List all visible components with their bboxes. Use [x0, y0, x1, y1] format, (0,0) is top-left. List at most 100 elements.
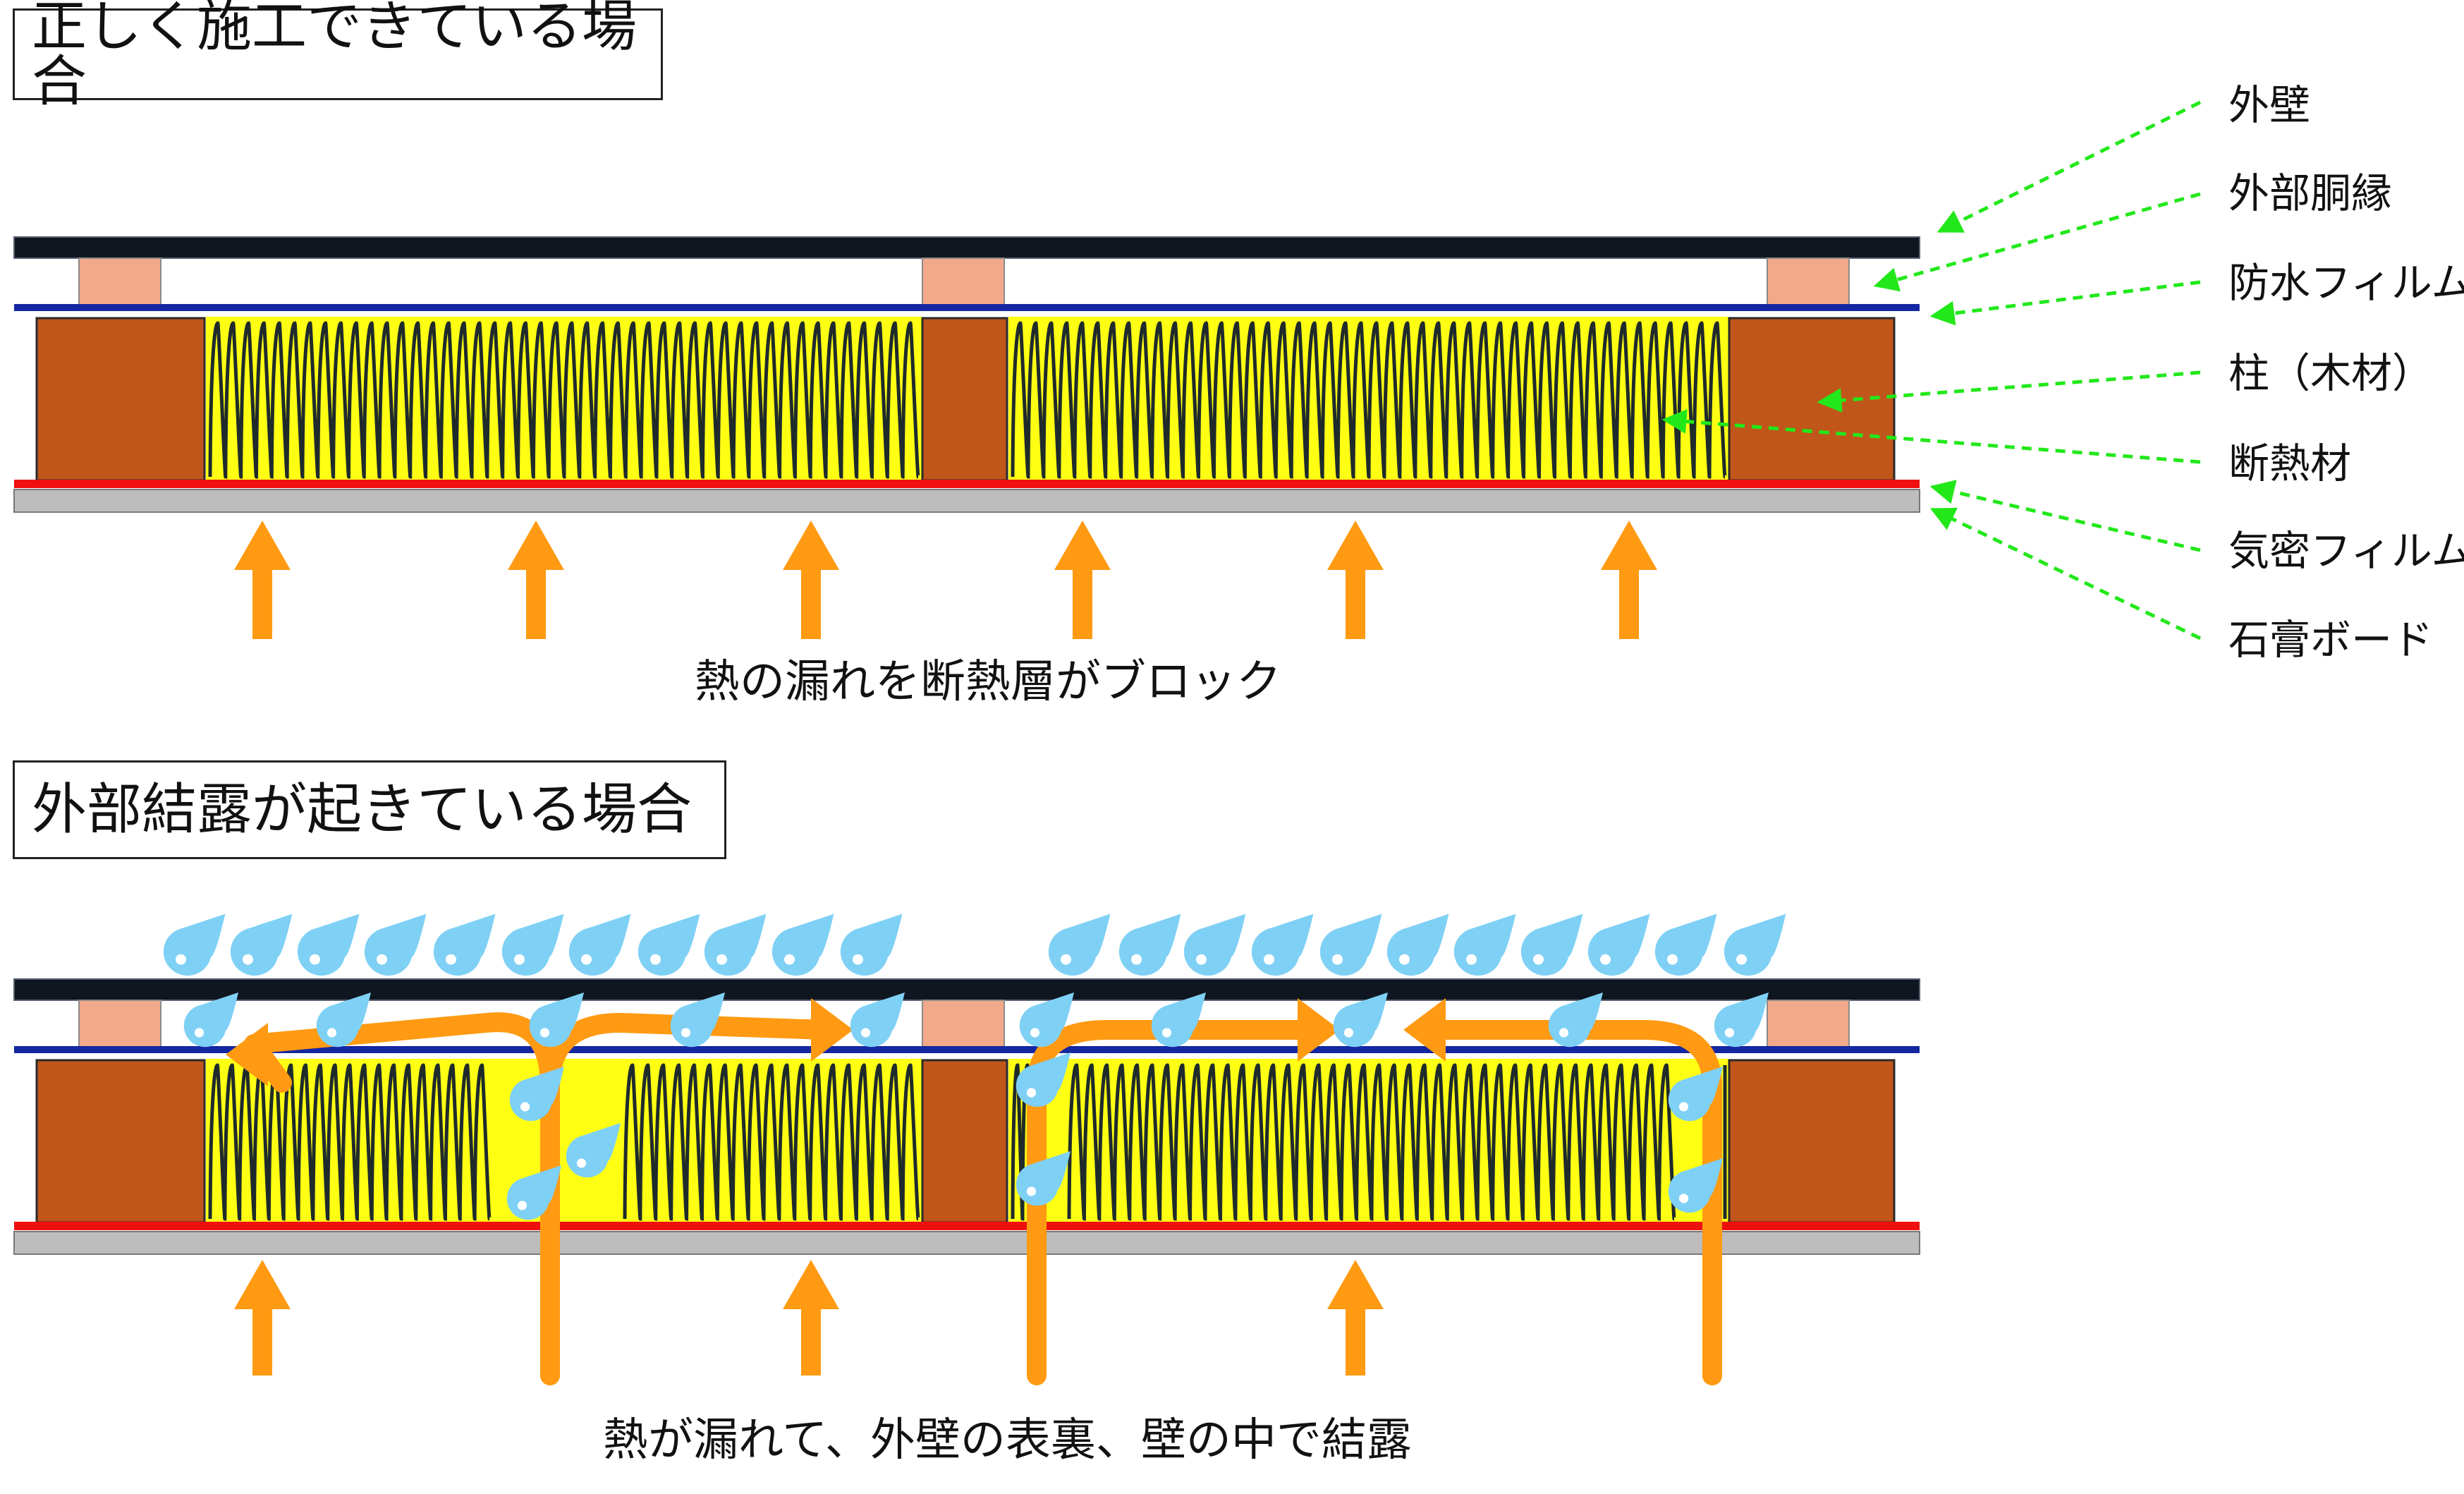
heat-arrows-correct: [234, 521, 1657, 639]
water-drop-icon: [850, 992, 905, 1047]
water-drop-icon: [1453, 913, 1516, 976]
airtight-film: [14, 480, 1920, 488]
water-drop-icon: [230, 913, 293, 976]
insulation-coil: [1067, 1063, 1676, 1222]
water-drop-icon: [704, 913, 767, 976]
water-drop-icon: [1587, 913, 1650, 976]
leader-line: [1929, 480, 2201, 552]
title-external-condensation: 外部結露が起きている場合: [13, 760, 726, 859]
water-drop-icon: [1714, 992, 1769, 1047]
water-drop-icon: [1319, 913, 1382, 976]
water-drop-icon: [1251, 913, 1314, 976]
wood-pillar: [35, 317, 206, 482]
heat-arrow-icon: [234, 1260, 291, 1375]
heat-arrow-icon: [226, 1023, 268, 1086]
leader-line: [1873, 192, 2201, 292]
water-drop-icon: [1118, 913, 1181, 976]
label-gypsum-board: 石膏ボード: [2228, 616, 2434, 664]
water-drop-icon: [183, 992, 238, 1047]
water-drop-icon: [568, 913, 631, 976]
water-drop-icon: [1548, 992, 1603, 1047]
leader-line: [1661, 409, 2201, 464]
water-drop-icon: [506, 1165, 561, 1220]
label-airtight-film: 気密フィルム: [2228, 527, 2464, 575]
label-waterproof-film: 防水フィルム: [2228, 259, 2464, 307]
water-drop-icon: [1183, 913, 1246, 976]
heat-arrow-icon: [1327, 521, 1384, 639]
title-condensation-text: 外部結露が起きている場合: [32, 778, 693, 842]
heat-arrow-icon: [234, 521, 291, 639]
water-drop-icon: [1019, 992, 1074, 1047]
furring-strip: [922, 1000, 1005, 1047]
insulation-coil: [208, 321, 920, 480]
water-drop-icon: [1333, 992, 1388, 1047]
wall-section-correct: [13, 236, 1920, 513]
water-drop-icon: [1386, 913, 1449, 976]
water-drop-icon: [670, 992, 725, 1047]
label-pillar-wood: 柱（木材）: [2228, 349, 2434, 397]
exterior-wall-board: [13, 978, 1920, 1001]
wood-pillar: [1728, 1059, 1896, 1224]
leader-line: [1929, 507, 2202, 640]
water-drop-icon: [163, 913, 226, 976]
water-drop-icon: [433, 913, 496, 976]
title-correct-text: 正しく施工できている場合: [32, 0, 638, 114]
water-drop-icon: [1668, 1158, 1723, 1213]
water-drop-icon: [840, 913, 903, 976]
leader-line: [1817, 370, 2201, 413]
exterior-wall-board: [13, 236, 1920, 259]
furring-strip: [922, 257, 1005, 305]
leader-line: [1929, 280, 2201, 326]
water-drop-icon: [1016, 1151, 1071, 1206]
heat-arrow-icon: [783, 521, 839, 639]
label-insulation: 断熱材: [2228, 439, 2352, 487]
wood-pillar: [921, 1059, 1008, 1224]
insulation-coil: [208, 1063, 492, 1222]
heat-arrow-icon: [1054, 521, 1111, 639]
insulation-coil: [623, 1063, 920, 1222]
heat-arrow-icon: [1298, 998, 1340, 1062]
label-furring-strip: 外部胴縁: [2228, 169, 2393, 217]
water-drop-icon: [529, 992, 584, 1047]
label-exterior-wall: 外壁: [2228, 81, 2311, 129]
water-drop-icon: [1668, 1067, 1723, 1122]
furring-strip: [78, 1000, 161, 1047]
gypsum-board: [13, 489, 1920, 513]
water-drop-icon: [501, 913, 564, 976]
water-drops: [163, 913, 1786, 1220]
heat-arrow-icon: [1601, 521, 1657, 639]
legend-leader-lines: [1661, 100, 2202, 640]
water-drop-icon: [316, 992, 371, 1047]
airtight-film: [14, 1222, 1920, 1230]
water-drop-icon: [297, 913, 360, 976]
water-drop-icon: [1654, 913, 1717, 976]
furring-strip: [1767, 257, 1850, 305]
waterproof-film: [14, 304, 1920, 311]
water-drop-icon: [509, 1067, 564, 1122]
caption-heat-leaks: 熱が漏れて、外壁の表裏、壁の中で結露: [603, 1414, 1412, 1466]
water-drop-icon: [771, 913, 834, 976]
water-drop-icon: [1016, 1052, 1071, 1107]
insulation-coil: [1011, 321, 1727, 480]
heat-arrow-icon: [508, 521, 564, 639]
water-drop-icon: [1048, 913, 1111, 976]
water-drop-icon: [364, 913, 427, 976]
title-correct-construction: 正しく施工できている場合: [13, 0, 663, 109]
heat-arrow-icon: [1327, 1260, 1384, 1375]
wood-pillar: [1728, 317, 1896, 482]
water-drop-icon: [566, 1123, 621, 1178]
heat-arrow-icon: [1403, 998, 1446, 1062]
furring-strip: [78, 257, 161, 305]
heat-arrows-condensation: [234, 1260, 1384, 1375]
heat-arrow-icon: [783, 1260, 839, 1375]
wood-pillar: [921, 317, 1008, 482]
leader-line: [1937, 100, 2202, 233]
water-drop-icon: [1151, 992, 1206, 1047]
gypsum-board: [13, 1231, 1920, 1255]
waterproof-film: [14, 1046, 1920, 1053]
wood-pillar: [35, 1059, 206, 1224]
water-drop-icon: [1520, 913, 1583, 976]
furring-strip: [1767, 1000, 1850, 1047]
heat-arrow-icon: [811, 998, 853, 1062]
